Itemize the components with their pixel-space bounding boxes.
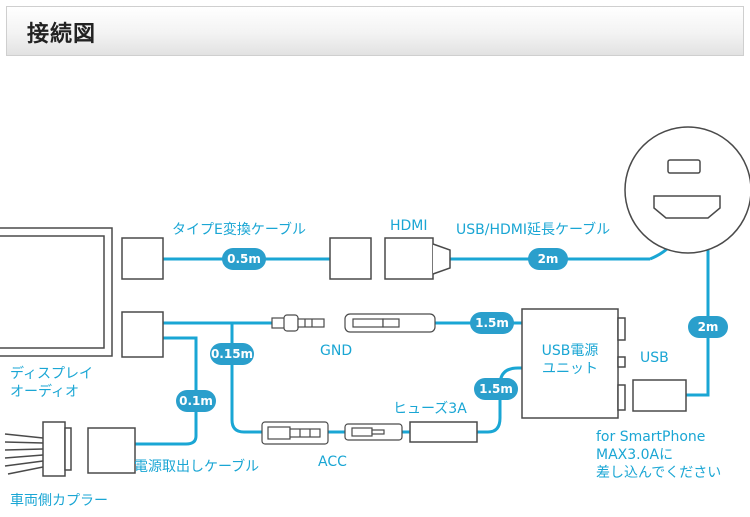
power-connector-box [87, 427, 136, 474]
usb-power-unit-label-2: ユニット [542, 361, 598, 377]
display-output-box [121, 311, 164, 358]
type-e-right-box [329, 237, 372, 280]
fuse-holder [409, 421, 478, 443]
gnd-terminal [271, 313, 436, 333]
section-header: 接続図 [6, 6, 744, 56]
usb-power-unit-label-1: USB電源 [542, 343, 599, 359]
usb-unit-port-2 [617, 356, 626, 368]
badge-ext: 2m [528, 248, 568, 270]
svg-text:0.15m: 0.15m [211, 347, 253, 361]
usb-plug [632, 379, 687, 412]
badge-type-e: 0.5m [222, 248, 266, 270]
svg-text:0.5m: 0.5m [227, 252, 261, 266]
gnd-label: GND [320, 343, 352, 359]
hdmi-plug [384, 237, 451, 280]
usb-label: USB [640, 350, 669, 366]
type-e-left-box [121, 237, 164, 280]
display-label-1: ディスプレイ [10, 365, 93, 382]
badge-acc: 1.5m [474, 378, 518, 400]
vehicle-coupler [4, 421, 72, 477]
fuse-label: ヒューズ3A [393, 401, 467, 417]
acc-terminal [261, 421, 403, 445]
svg-text:0.1m: 0.1m [179, 394, 213, 408]
female-socket [624, 126, 750, 254]
usb-hdmi-ext-label: USB/HDMI延長ケーブル [456, 221, 610, 238]
page-title: 接続図 [27, 22, 97, 47]
badge-branch: 0.15m [210, 343, 254, 365]
display-label-2: オーディオ [10, 383, 79, 400]
display-unit [0, 227, 113, 357]
svg-text:2m: 2m [698, 320, 719, 334]
acc-label: ACC [318, 454, 347, 470]
coupler-label: 車両側カプラー [10, 492, 108, 509]
usb-unit-port-1 [617, 317, 626, 341]
badge-usb: 2m [688, 316, 728, 338]
hdmi-label: HDMI [390, 218, 428, 234]
smartphone-label-3: 差し込んでください [596, 465, 721, 481]
smartphone-label-1: for SmartPhone [596, 429, 705, 445]
badge-feed: 0.1m [176, 390, 216, 412]
connector-boxes [87, 237, 687, 474]
usb-unit-port-3 [617, 384, 626, 411]
badge-gnd: 1.5m [470, 312, 514, 334]
svg-text:1.5m: 1.5m [475, 316, 509, 330]
svg-text:1.5m: 1.5m [479, 382, 513, 396]
power-cable-label: 電源取出しケーブル [134, 458, 259, 475]
svg-text:2m: 2m [538, 252, 559, 266]
type-e-cable-label: タイプE変換ケーブル [172, 221, 306, 238]
smartphone-label-2: MAX3.0Aに [596, 447, 673, 463]
usb-power-unit-box [521, 308, 619, 419]
